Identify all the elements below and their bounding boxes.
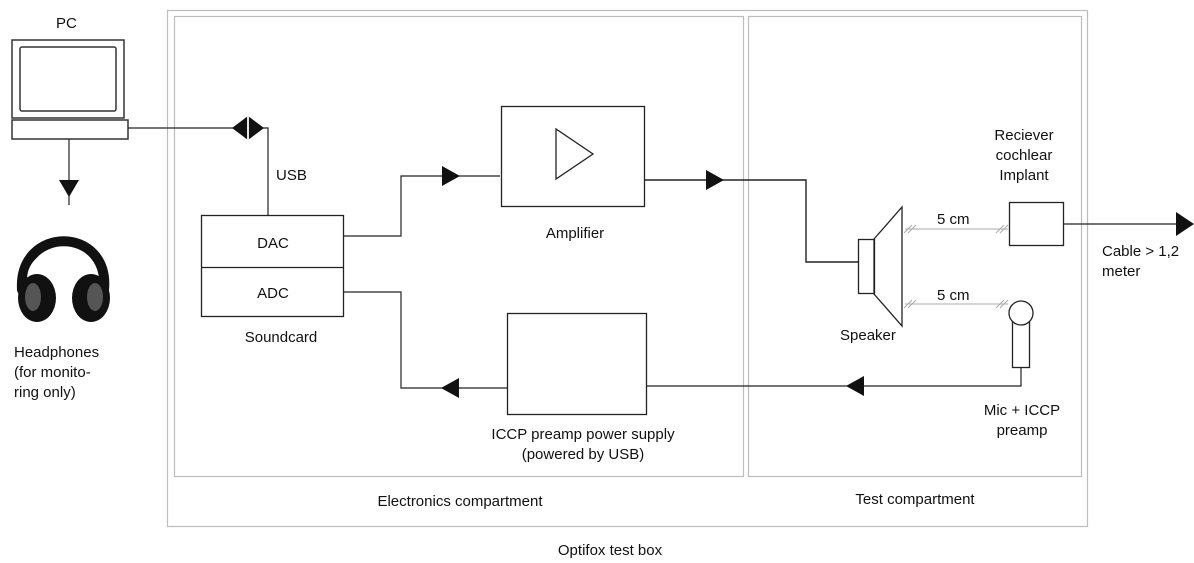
receiver-label-line-2: cochlear xyxy=(995,147,1053,164)
preamp-supply-label-line-1: ICCP preamp power supply xyxy=(491,426,675,443)
preamp-supply-label: ICCP preamp power supply (powered by USB… xyxy=(452,425,714,465)
mic-label-line-2: preamp xyxy=(996,422,1048,439)
upper-distance-label: 5 cm xyxy=(937,211,970,228)
mic-label-line-1: Mic + ICCP xyxy=(983,402,1061,419)
preamp-power-supply-block xyxy=(506,312,648,416)
laptop-icon xyxy=(11,39,129,140)
supply-to-adc-arrow-icon xyxy=(441,378,459,398)
preamp-supply-label-line-2: (powered by USB) xyxy=(521,446,645,463)
receiver-label-line-3: Implant xyxy=(999,167,1049,184)
cable-label: Cable > 1,2 meter xyxy=(1102,242,1179,282)
cable-arrow-icon xyxy=(1176,212,1194,236)
electronics-compartment-label: Electronics compartment xyxy=(377,493,543,510)
optifox-test-box-label: Optifox test box xyxy=(557,542,663,559)
amplifier-triangle-icon xyxy=(555,127,595,181)
amplifier-block xyxy=(500,105,646,208)
headphones-icon xyxy=(16,236,110,322)
pc-label: PC xyxy=(56,15,77,32)
lower-distance-marker xyxy=(903,299,1009,309)
electronics-compartment-frame xyxy=(173,15,745,478)
amplifier-label: Amplifier xyxy=(545,225,605,242)
cable-label-line-1: Cable > 1,2 xyxy=(1102,243,1180,260)
upper-distance-marker xyxy=(903,224,1009,234)
dac-label: DAC xyxy=(257,235,289,252)
amplifier-to-speaker-arrow-icon xyxy=(706,170,724,190)
microphone-icon xyxy=(1008,300,1034,369)
headphones-label-line-3: ring only) xyxy=(14,384,76,401)
cable-label-line-2: meter xyxy=(1102,263,1141,280)
lower-distance-label: 5 cm xyxy=(937,287,970,304)
mic-to-supply-arrow-icon xyxy=(846,376,864,396)
optifox-test-box-frame xyxy=(166,9,1089,528)
usb-label: USB xyxy=(276,167,307,184)
receiver-label-line-1: Reciever xyxy=(994,127,1054,144)
headphones-label: Headphones (for monito- ring only) xyxy=(14,343,99,403)
adc-label: ADC xyxy=(257,285,289,302)
speaker-icon xyxy=(857,205,903,328)
mic-label: Mic + ICCP preamp xyxy=(962,401,1082,441)
speaker-label: Speaker xyxy=(840,327,896,344)
headphones-label-line-1: Headphones xyxy=(14,344,100,361)
test-compartment-frame xyxy=(747,15,1083,478)
soundcard-label: Soundcard xyxy=(244,329,318,346)
headphones-arrow-icon xyxy=(59,180,79,197)
receiver-implant-block xyxy=(1008,201,1065,247)
receiver-label: Reciever cochlear Implant xyxy=(974,126,1074,186)
test-compartment-label: Test compartment xyxy=(855,491,975,508)
headphones-label-line-2: (for monito- xyxy=(14,364,91,381)
dac-to-amplifier-arrow-icon xyxy=(442,166,460,186)
soundcard-block xyxy=(200,214,345,318)
